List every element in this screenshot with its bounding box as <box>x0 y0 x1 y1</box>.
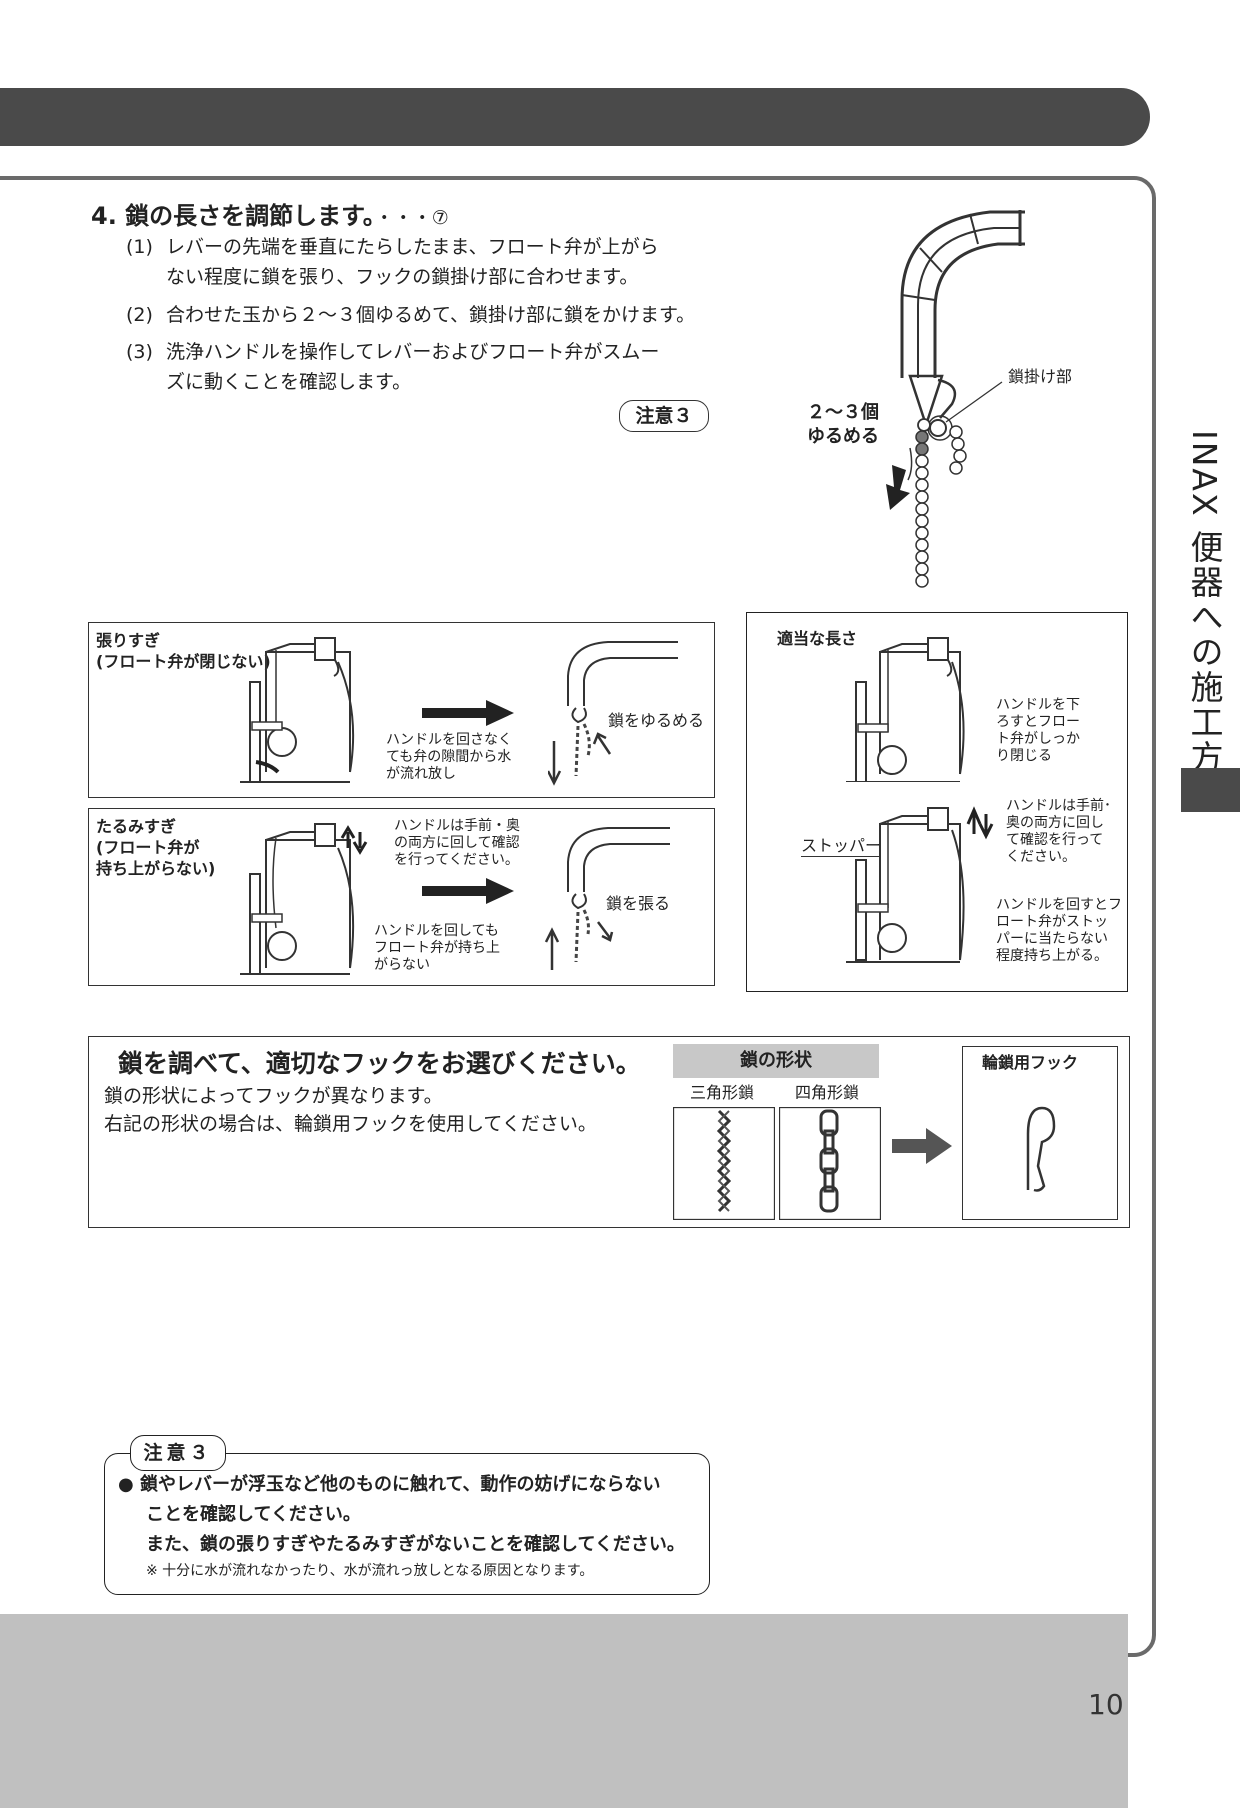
panel-too-slack-title: たるみすぎ(フロート弁が持ち上がらない) <box>96 817 216 878</box>
step-figure-ref: ・・・⑦ <box>374 207 449 229</box>
bullet-icon: ● <box>118 1474 134 1495</box>
slack-note: ハンドルを回してもフロート弁が持ち上がらない <box>374 923 500 973</box>
caution-line-1: ● 鎖やレバーが浮玉など他のものに触れて、動作の妨げにならない <box>118 1474 661 1495</box>
correct-handle-note: ハンドルは手前･奥の両方に回して確認を行ってください。 <box>1006 798 1111 865</box>
chain-guide-line-1: 鎖の形状によってフックが異なります。 <box>104 1085 443 1107</box>
panel-correct-length <box>746 612 1128 992</box>
chain-shape-header: 鎖の形状 <box>673 1044 879 1078</box>
side-tab-marker <box>1181 768 1240 812</box>
chain-tighten-illustration <box>544 827 670 970</box>
stopper-label: ストッパー <box>801 836 882 857</box>
tank-illustration-correct <box>846 637 965 782</box>
correct-lift-note: ハンドルを回すとフロート弁がストッパーに当たらない程度持ち上がる。 <box>996 897 1122 964</box>
loosen-chain-action: 鎖をゆるめる <box>608 711 705 730</box>
arrow-right-icon <box>892 1128 952 1164</box>
triangle-chain-image <box>673 1107 775 1220</box>
step-item-1: (1)レバーの先端を垂直にたらしたまま、フロート弁が上がら <box>126 236 659 258</box>
hook-part-label: 鎖掛け部 <box>1008 367 1073 386</box>
step-item-2: (2)合わせた玉から２～３個ゆるめて、鎖掛け部に鎖をかけます。 <box>126 304 696 326</box>
chain-guide-line-2: 右記の形状の場合は、輪鎖用フックを使用してください。 <box>104 1113 597 1135</box>
caution-reference-tag: 注意３ <box>619 400 709 432</box>
panel-too-tight-title: 張りすぎ(フロート弁が閉じない) <box>96 631 271 671</box>
tank-illustration-tight <box>240 637 355 783</box>
slack-handle-note: ハンドルは手前・奥の両方に回して確認を行ってください。 <box>394 818 520 868</box>
ring-hook-box <box>962 1046 1118 1220</box>
panel-too-slack <box>88 808 715 986</box>
page-number: 10 <box>1088 1688 1124 1721</box>
side-section-title: INAX 便器への施工方法 <box>1185 430 1224 811</box>
step-item-3: (3)洗浄ハンドルを操作してレバーおよびフロート弁がスムー <box>126 341 660 363</box>
tank-illustration-stopper <box>846 806 994 963</box>
arrow-right-icon <box>422 700 514 726</box>
square-chain-label: 四角形鎖 <box>795 1083 860 1102</box>
caution-background <box>0 1614 1128 1808</box>
correct-close-note: ハンドルを下ろすとフロート弁がしっかり閉じる <box>996 697 1080 764</box>
ring-hook-label: 輪鎖用フック <box>982 1053 1079 1072</box>
chain-guide-title: 鎖を調べて、適切なフックをお選びください。 <box>118 1049 641 1078</box>
tighten-chain-action: 鎖を張る <box>606 894 671 913</box>
caution-line-2: ことを確認してください。 <box>146 1504 361 1525</box>
step-heading: 4. 鎖の長さを調節します。・・・⑦ <box>91 196 449 231</box>
chain-loosen-illustration <box>548 641 678 786</box>
step-heading-text: 4. 鎖の長さを調節します。 <box>91 202 375 230</box>
tight-note: ハンドルを回さなくても弁の隙間から水が流れ放し <box>386 732 512 782</box>
caution-box <box>104 1453 710 1595</box>
arrow-right-icon <box>422 878 514 904</box>
header-bar <box>0 88 1150 146</box>
square-chain-image <box>779 1107 881 1220</box>
ring-hook-icon <box>1026 1106 1056 1192</box>
caution-label: 注意３ <box>130 1435 226 1471</box>
panel-too-tight <box>88 622 715 798</box>
step-item-3-cont: ズに動くことを確認します。 <box>166 371 412 393</box>
caution-note: ※ 十分に水が流れなかったり、水が流れっ放しとなる原因となります。 <box>146 1563 594 1579</box>
chain-hook-illustration <box>886 210 1025 588</box>
panel-correct-title: 適当な長さ <box>777 629 858 648</box>
loosen-label: ２～３個ゆるめる <box>807 402 879 447</box>
tank-illustration-slack <box>240 823 368 975</box>
triangle-chain-label: 三角形鎖 <box>690 1083 755 1102</box>
step-item-1-cont: ない程度に鎖を張り、フックの鎖掛け部に合わせます。 <box>166 266 639 288</box>
caution-line-3: また、鎖の張りすぎやたるみすぎがないことを確認してください。 <box>146 1534 685 1555</box>
chain-guide-box <box>88 1036 1130 1228</box>
